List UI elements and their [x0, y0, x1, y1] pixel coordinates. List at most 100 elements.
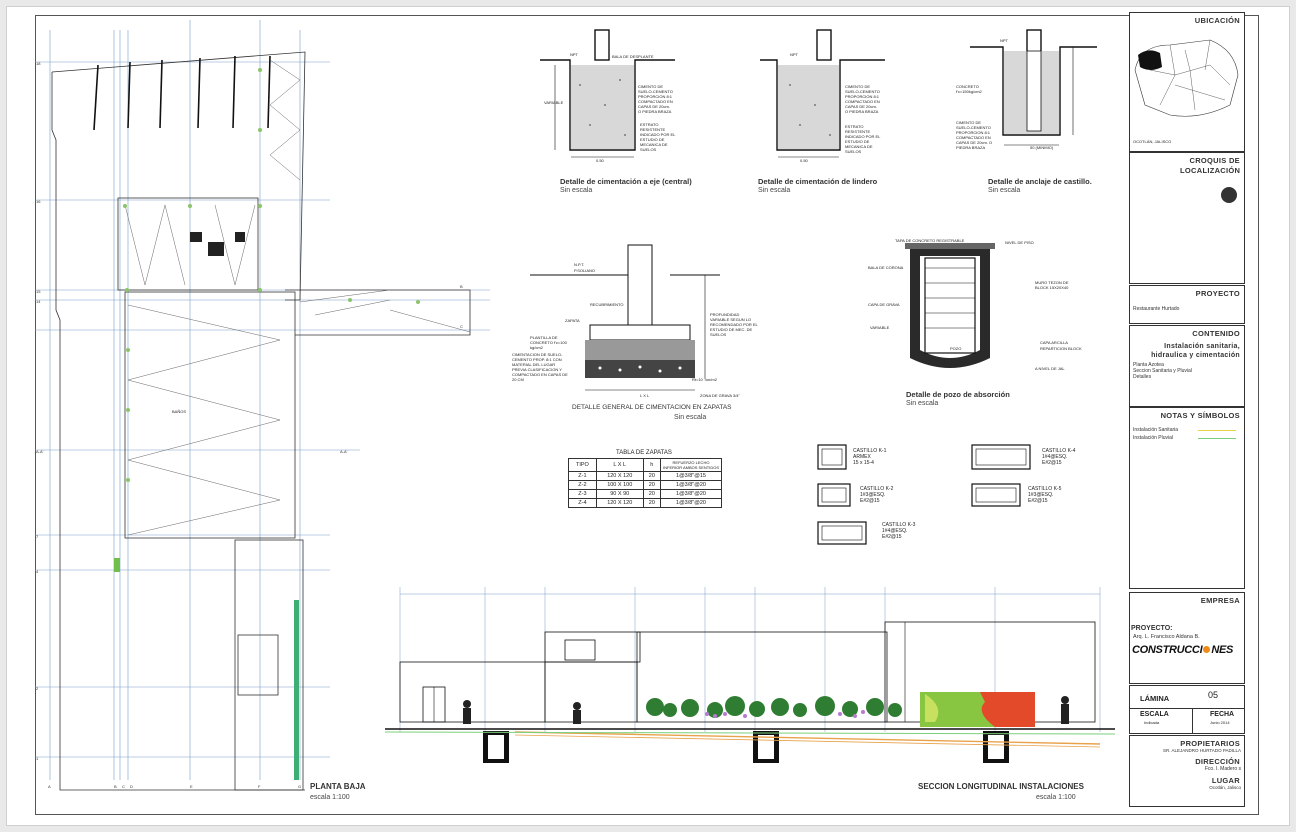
svg-text:16: 16	[36, 199, 41, 204]
lamina-heading: LÁMINA	[1140, 694, 1170, 703]
propietarios-box: PROPIETARIOS SR. ALEJANDRO HURTADO PADIL…	[1129, 735, 1245, 807]
svg-text:7: 7	[36, 534, 39, 539]
castillo-k4-spec: 1#4@ESQ.	[1042, 454, 1068, 460]
castillo-soil-note: CIMENTO DE SUELO-CEMENTO PROPORCION 8:1 …	[956, 120, 993, 150]
table-cell: 20	[642, 489, 662, 499]
nota-pluvial-line	[1198, 438, 1236, 439]
detail-lindero-scale: Sin escala	[758, 187, 791, 194]
eje-variable: VARIABLE	[544, 100, 564, 105]
table-row: Z-1 120 X 120 20 1@3/8"@15	[568, 471, 722, 481]
direccion-value: Fco. I. Madero s	[1204, 766, 1241, 772]
croquis-heading: CROQUIS DE LOCALIZACIÓN	[1180, 156, 1241, 175]
table-header-h: h	[642, 458, 662, 472]
lugar-heading: LUGAR	[1211, 776, 1240, 785]
empresa-box: EMPRESA PROYECTO: Arq. L. Francisco Alda…	[1129, 592, 1245, 684]
contenido-item: Seccion Sanitaria y Pluvial	[1133, 368, 1192, 374]
castillo-k2-spec: 1#3@ESQ.	[860, 492, 886, 498]
lindero-npt: NPT	[790, 52, 798, 57]
ubicacion-caption: OCOTLÁN, JALISCO	[1133, 139, 1172, 144]
pozo-note-jal: A NIVEL DE JAL	[1035, 366, 1065, 371]
castillo-k3-dims: E#2@15	[882, 534, 902, 540]
castillo-k3: CASTILLO K-3 1#4@ESQ. E#2@15	[882, 522, 915, 540]
escala-fecha-box: ESCALA Indicada FECHA Junio 2014	[1129, 708, 1245, 734]
pozo-note-reparticion: REPARTICION BLOCK	[1040, 346, 1082, 351]
detail-lindero-title: Detalle de cimentación de lindero	[758, 177, 878, 186]
castillo-dim: 50 (MINIMO)	[1030, 145, 1054, 150]
lugar-value: Ocotlán, Jalisco	[1209, 785, 1241, 790]
ubicacion-box: UBICACIÓN OCOTLÁN, JALISCO	[1129, 12, 1245, 152]
lindero-estrato-note: ESTRATO RESISTENTE INDICADO POR EL ESTUD…	[845, 124, 881, 154]
contenido-item: Planta Azotea	[1133, 362, 1164, 368]
contenido-heading: CONTENIDO	[1192, 329, 1240, 338]
notas-heading: NOTAS Y SÍMBOLOS	[1160, 411, 1240, 420]
lamina-value: 05	[1208, 690, 1219, 700]
croquis-box: CROQUIS DE LOCALIZACIÓN	[1129, 152, 1245, 284]
proyecto-heading: PROYECTO	[1195, 289, 1240, 298]
detail-eje-drawing	[540, 29, 675, 158]
svg-text:A-A': A-A'	[340, 449, 348, 454]
detail-zapatas-scale: Sin escala	[674, 414, 707, 421]
detail-pozo-scale: Sin escala	[906, 400, 939, 407]
svg-text:B: B	[460, 284, 463, 289]
svg-text:15: 15	[36, 289, 41, 294]
table-cell: Z-2	[568, 480, 597, 490]
svg-text:F: F	[258, 784, 261, 789]
proyecto-box: PROYECTO Restaurante Hurtado	[1129, 285, 1245, 324]
empresa-proyecto: PROYECTO:	[1131, 625, 1173, 632]
zapatas-table: TIPO L X L h REFUERZO LECHO INFERIOR AMB…	[568, 458, 722, 508]
longitudinal-section	[385, 587, 1116, 763]
section-scale: escala 1:100	[1036, 794, 1076, 801]
detail-eje-title: Detalle de cimentación a eje (central)	[560, 177, 692, 186]
pozo-note-grava: CAPA DE GRAVA	[868, 302, 900, 307]
table-row: Z-2 100 X 100 20 1@3/8"@20	[568, 480, 722, 490]
escala-divider	[1192, 709, 1193, 733]
contenido-item: Detalles	[1133, 374, 1152, 380]
detail-zapatas-title: DETALLE GENERAL DE CIMENTACION EN ZAPATA…	[572, 404, 732, 411]
castillo-k4-dims: E#2@15	[1042, 460, 1062, 466]
fecha-heading: FECHA	[1210, 711, 1235, 718]
nota-pluvial-label: Instalación Pluvial	[1133, 435, 1174, 441]
table-cell: 20	[642, 471, 662, 481]
svg-text:B: B	[114, 784, 117, 789]
contenido-box: CONTENIDO Instalación sanitaria, hidraul…	[1129, 325, 1245, 407]
table-cell: 1@3/8"@20	[660, 489, 722, 499]
location-map	[1134, 39, 1239, 117]
pozo-note-nivel: NIVEL DE PISO	[1005, 240, 1034, 245]
zapatas-table-title: TABLA DE ZAPATAS	[616, 450, 672, 456]
castillo-k2: CASTILLO K-2 1#3@ESQ. E#2@15	[860, 486, 893, 504]
svg-text:C: C	[122, 784, 125, 789]
contenido-items: Planta Azotea Seccion Sanitaria y Pluvia…	[1130, 360, 1244, 382]
lindero-width: 0.50	[800, 158, 808, 163]
company-logo-text-a: CONSTRUCCI	[1132, 644, 1203, 656]
table-header-lxl: L X L	[595, 458, 644, 472]
castillo-npt: NPT	[1000, 38, 1008, 43]
proyecto-value: Restaurante Hurtado	[1133, 306, 1180, 312]
castillo-k5-dims: E#2@15	[1028, 498, 1048, 504]
logo-o-icon	[1203, 646, 1211, 653]
table-cell: 20	[642, 498, 662, 508]
drawing-sheet	[6, 6, 1290, 826]
svg-text:18: 18	[36, 61, 41, 66]
svg-text:E: E	[190, 784, 193, 789]
pozo-note-bala: BALA DE CORONA	[868, 265, 904, 270]
castillo-k1-spec: ARMEX	[853, 454, 871, 460]
title-block: UBICACIÓN OCOTLÁN, JALISCO CROQUIS DE LO…	[1129, 12, 1245, 807]
svg-text:A: A	[48, 784, 51, 789]
eje-bala-note: BALA DE DESPLANTE	[612, 54, 654, 59]
castillo-k3-name: CASTILLO K-3	[882, 522, 916, 528]
lamina-box: LÁMINA 05	[1129, 685, 1245, 709]
table-cell: 1@3/8"@15	[660, 471, 722, 481]
zap-zapata: ZAPATA	[565, 318, 580, 323]
svg-text:D: D	[130, 784, 133, 789]
eje-width: 0.50	[596, 158, 604, 163]
sheet-frame	[35, 15, 1259, 815]
nota-sanitaria-line	[1198, 430, 1236, 431]
detail-zapatas-drawing	[530, 244, 720, 391]
svg-text:G: G	[298, 784, 301, 789]
pozo-note-pozo: POZO	[950, 346, 962, 351]
castillo-k1: CASTILLO K-1 ARMEX 15 x 15-4	[853, 448, 886, 466]
detail-pozo-title: Detalle de pozo de absorción	[906, 390, 1010, 399]
svg-text:14: 14	[36, 299, 41, 304]
